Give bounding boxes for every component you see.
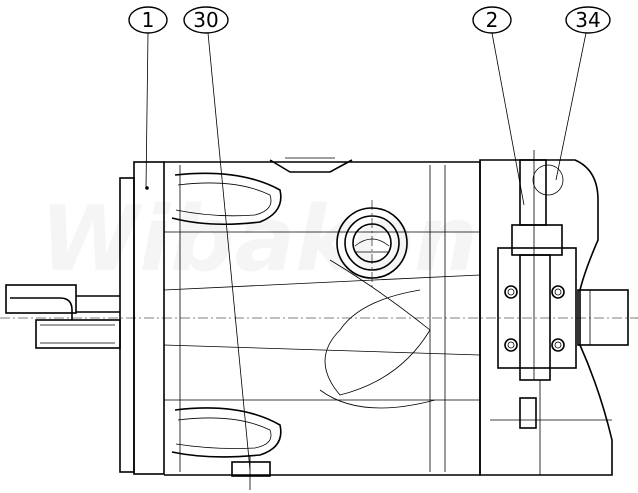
- callout-34: 34: [555, 6, 611, 181]
- mounting-flange: [119, 161, 165, 475]
- end-cover: [479, 150, 629, 476]
- callout-label: 1: [142, 8, 155, 32]
- callout-label: 30: [193, 8, 218, 32]
- watermark: Wibakon: [40, 187, 478, 292]
- callout-label: 2: [486, 8, 499, 32]
- callout-30: 30: [183, 6, 251, 471]
- callout-1: 1: [128, 6, 168, 189]
- callout-2: 2: [472, 6, 525, 206]
- callout-label: 34: [575, 8, 600, 32]
- drive-shaft: [5, 284, 121, 349]
